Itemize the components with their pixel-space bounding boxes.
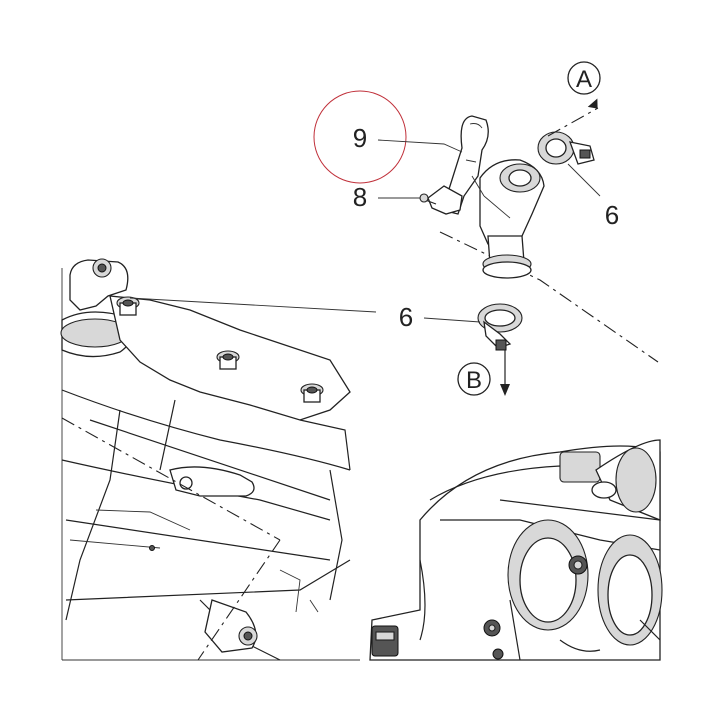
hose-clamp-upper <box>537 131 595 165</box>
assembly-center-lines <box>61 231 659 661</box>
callout-number-6-lower: 6 <box>399 302 413 332</box>
direction-label-b: B <box>466 367 482 394</box>
hose-clamp-lower <box>477 303 523 351</box>
callout-8: 8 <box>353 182 420 212</box>
callout-number-9: 9 <box>353 123 367 153</box>
hose-bracket <box>419 185 463 215</box>
callout-number-6-upper: 6 <box>605 200 619 230</box>
frame-bolt <box>116 296 140 316</box>
engine-throttle-body <box>369 439 663 661</box>
direction-label-a: A <box>576 66 592 93</box>
frame-bolt <box>300 383 324 403</box>
callout-6-lower: 6 <box>399 302 481 332</box>
direction-arrow-b: B <box>457 350 510 396</box>
frame-bolt <box>216 350 240 370</box>
callout-9: 9 <box>313 90 463 184</box>
breather-hose <box>441 115 545 279</box>
callout-number-8: 8 <box>353 182 367 212</box>
direction-arrow-a: A <box>547 61 601 137</box>
callout-6-upper: 6 <box>567 163 619 230</box>
highlight-circle <box>313 90 407 184</box>
frame-assembly <box>60 258 360 661</box>
